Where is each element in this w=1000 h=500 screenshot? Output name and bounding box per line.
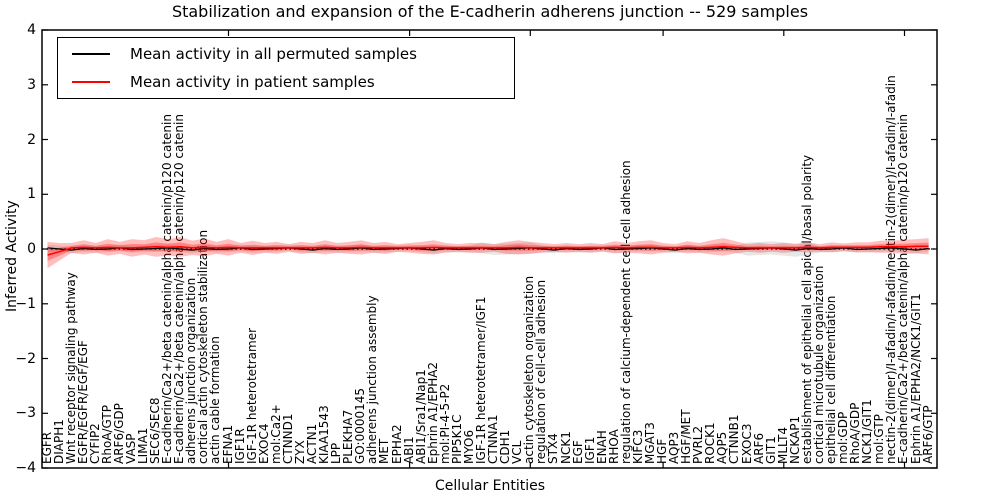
patient-mean-line [47,245,929,256]
y-axis-label: Inferred Activity [4,200,20,312]
legend-entry-patient: Mean activity in patient samples [58,69,514,95]
legend: Mean activity in all permuted samples Me… [57,37,515,99]
permuted-line-swatch [72,53,110,56]
y-tick-label: −4 [15,460,36,476]
y-tick-label: 2 [27,131,36,148]
y-tick-label: −1 [15,295,36,312]
chart-title: Stabilization and expansion of the E-cad… [171,2,809,21]
y-tick-label: 0 [27,241,36,257]
y-tick-label: 4 [27,22,36,38]
legend-label-patient: Mean activity in patient samples [130,72,375,91]
patient-band [47,237,929,269]
y-tick-label: 3 [27,76,36,93]
y-tick-label: 1 [27,186,36,203]
patient-line-swatch [72,80,110,83]
legend-label-permuted: Mean activity in all permuted samples [130,45,417,64]
permuted-mean-line [47,247,929,251]
y-tick-label: −2 [15,350,36,367]
legend-entry-permuted: Mean activity in all permuted samples [58,41,514,67]
x-axis-label: Cellular Entities [434,478,546,494]
y-tick-label: −3 [15,405,36,422]
